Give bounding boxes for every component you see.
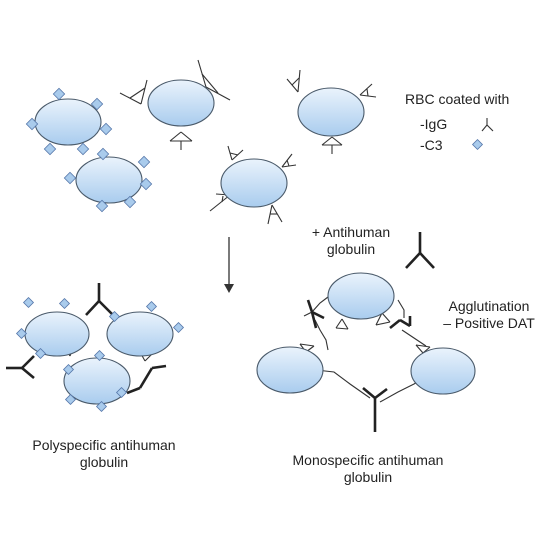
result-label-line2: – Positive DAT: [443, 315, 535, 331]
c3-coated-cell-top-lower: [63, 147, 153, 213]
polyspecific-caption: Polyspecific antihuman globulin: [12, 437, 196, 471]
monospecific-caption-line2: globulin: [343, 469, 393, 485]
result-label-line1: Agglutination: [448, 298, 530, 314]
reagent-label-line1: + Antihuman: [311, 224, 391, 240]
polyspecific-caption-line2: globulin: [79, 454, 129, 470]
legend-title: RBC coated with: [405, 91, 510, 107]
polyspecific-caption-line1: Polyspecific antihuman: [32, 437, 176, 453]
polyspecific-agglutination-cluster: [6, 283, 185, 413]
monospecific-caption-line1: Monospecific antihuman: [292, 452, 444, 468]
monospecific-agglutination-cluster: [256, 272, 476, 432]
c3-diamond-icon: [471, 138, 484, 151]
igg-coated-cell-top-middle: [119, 59, 231, 150]
result-label: Agglutination – Positive DAT: [429, 298, 549, 332]
igg-coated-cell-top-right: [286, 69, 377, 154]
monospecific-caption: Monospecific antihuman globulin: [268, 452, 468, 486]
igg-coated-cell-center: [209, 145, 297, 225]
process-arrow: [224, 237, 234, 293]
legend-c3-label: -C3: [420, 137, 443, 153]
antihuman-globulin-icon: [405, 232, 435, 269]
legend-igg-label: -IgG: [420, 116, 448, 132]
reagent-label: + Antihuman globulin: [298, 224, 404, 258]
reagent-label-line2: globulin: [326, 241, 376, 257]
igg-antibody-icon: [481, 118, 494, 132]
c3-coated-cell-top-left: [25, 87, 113, 156]
